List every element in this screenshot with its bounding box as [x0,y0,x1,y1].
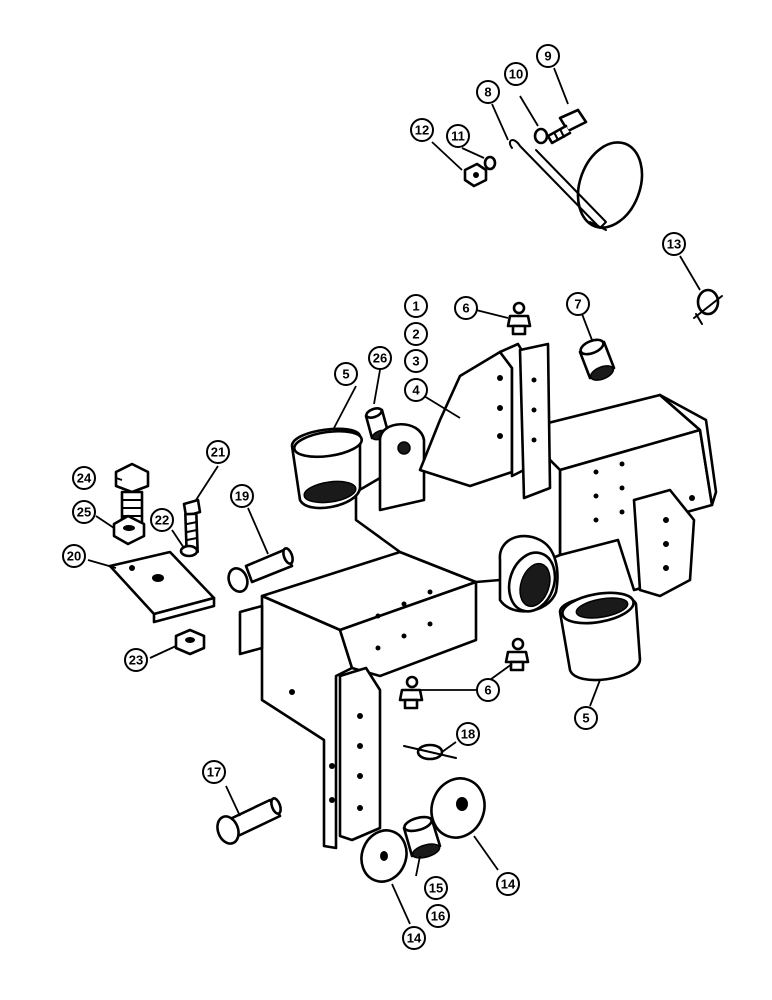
svg-text:24: 24 [77,471,92,486]
callout-22: 22 [150,508,174,532]
clevis-pin-upper [227,547,294,593]
svg-text:1: 1 [412,299,419,314]
grease-fitting-top [506,301,532,336]
callout-23: 23 [124,648,148,672]
clevis-pin-lower [216,797,282,845]
small-bolt-top [546,108,588,145]
svg-text:12: 12 [415,123,429,138]
svg-text:8: 8 [484,85,491,100]
callout-4: 4 [404,378,428,402]
callout-21: 21 [206,440,230,464]
callout-11: 11 [446,124,470,148]
svg-text:6: 6 [462,301,469,316]
svg-text:5: 5 [582,711,589,726]
large-bushing-lower [558,591,642,682]
callout-6-upper: 6 [454,296,478,320]
svg-text:7: 7 [574,297,581,312]
callout-5-lower: 5 [574,706,598,730]
svg-text:5: 5 [342,367,349,382]
hex-nut-top [463,162,488,188]
callout-19: 19 [230,484,254,508]
svg-text:14: 14 [501,877,516,892]
grease-fitting-lower-right [504,637,530,672]
svg-text:25: 25 [77,505,91,520]
svg-text:4: 4 [412,383,420,398]
callout-6-lower: 6 [476,678,500,702]
svg-text:23: 23 [129,653,143,668]
callout-9: 9 [536,44,560,68]
svg-text:20: 20 [67,549,81,564]
washer-large-right [430,777,486,839]
svg-text:21: 21 [211,445,225,460]
callout-14-right: 14 [496,872,520,896]
callout-5-upper: 5 [334,362,358,386]
lock-washer-22 [179,544,199,558]
callout-20: 20 [62,544,86,568]
callout-7: 7 [566,292,590,316]
callout-2: 2 [404,322,428,346]
callout-24: 24 [72,466,96,490]
center-pivot-bracket [354,342,562,613]
callout-13: 13 [662,232,686,256]
callout-25: 25 [72,500,96,524]
callout-18: 18 [456,722,480,746]
large-bushing-upper [290,427,364,510]
callout-17: 17 [202,760,226,784]
svg-text:11: 11 [451,129,465,144]
lock-washer-small [483,155,497,171]
axle-housing-left-arm [238,550,478,850]
callout-15: 15 [424,876,448,900]
lock-plate [108,550,216,624]
washer-large-left [360,829,408,883]
hex-nut-25 [112,514,146,546]
svg-text:16: 16 [431,909,445,924]
svg-text:15: 15 [429,881,443,896]
hex-nut-23 [174,628,206,656]
svg-text:22: 22 [155,513,169,528]
grease-fitting-lower-left [398,675,424,710]
spacer-bushing [402,815,442,859]
callout-12: 12 [410,118,434,142]
svg-text:3: 3 [412,354,419,369]
callout-26: 26 [368,346,392,370]
callout-16: 16 [426,904,450,928]
svg-text:6: 6 [484,683,491,698]
svg-text:19: 19 [235,489,249,504]
lock-washer-top [533,127,549,145]
retaining-pin-loop [508,139,644,231]
leader-lines [87,67,701,925]
bushing-small-right [578,338,616,381]
svg-text:13: 13 [667,237,681,252]
callout-3: 3 [404,349,428,373]
linch-pin-right [693,288,723,325]
svg-text:9: 9 [544,49,551,64]
cap-screw-small [182,498,202,554]
callout-10: 10 [504,62,528,86]
callout-8: 8 [476,80,500,104]
callout-14-left: 14 [402,926,426,950]
svg-text:14: 14 [407,931,422,946]
axle-housing-right-arm [518,393,718,598]
svg-text:26: 26 [373,351,387,366]
callout-1: 1 [404,294,428,318]
svg-text:18: 18 [461,727,475,742]
svg-text:10: 10 [509,67,523,82]
svg-text:17: 17 [207,765,221,780]
svg-text:2: 2 [412,327,419,342]
